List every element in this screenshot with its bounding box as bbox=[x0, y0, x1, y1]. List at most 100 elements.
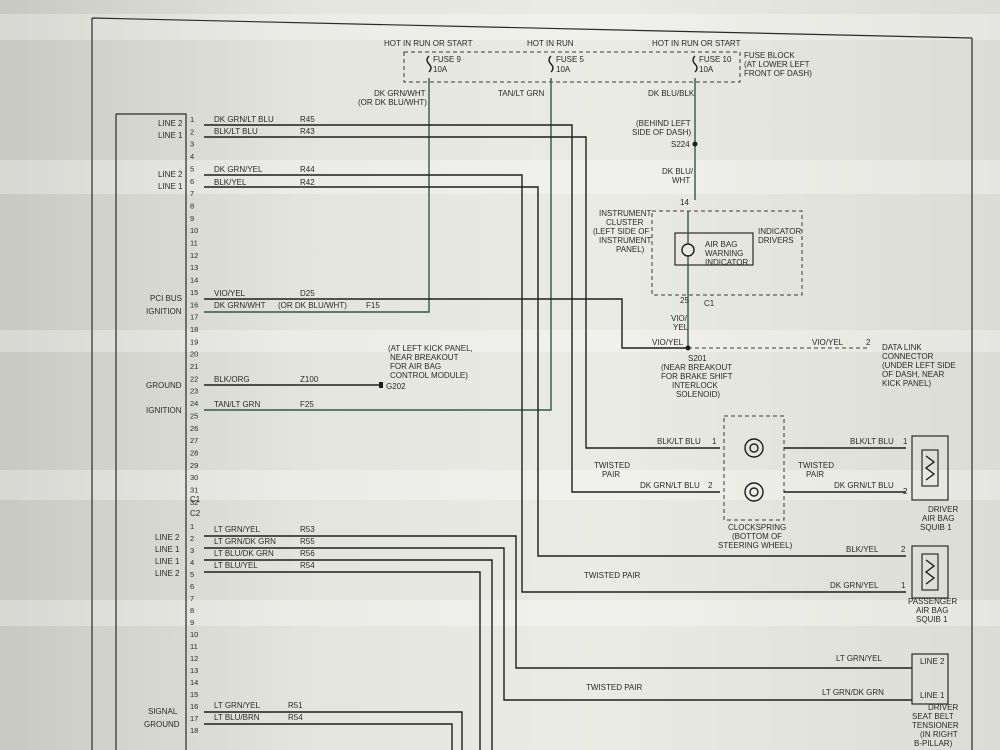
wire-color-label: LT GRN/YEL bbox=[214, 701, 260, 710]
wire-color-label: DK BLU/BLK bbox=[648, 89, 695, 98]
c1-pin-number: 26 bbox=[190, 424, 198, 433]
left-label: IGNITION bbox=[146, 406, 182, 415]
c1-pin-number: 16 bbox=[190, 300, 198, 309]
tensioner-label: DRIVER bbox=[928, 703, 958, 712]
connector-label: C1 bbox=[190, 495, 201, 504]
wire-color-label: TAN/LT GRN bbox=[498, 89, 544, 98]
c1-pin-column: 1234567891011121314151617181920212223242… bbox=[190, 115, 198, 507]
wire-line1-b bbox=[204, 559, 493, 750]
lamp-label: INDICATOR bbox=[705, 258, 748, 267]
wire-color-label: LT BLU/YEL bbox=[214, 561, 258, 570]
wire-color-label: DK GRN/LT BLU bbox=[834, 481, 894, 490]
splice-label: S201 bbox=[688, 354, 707, 363]
wire-line2-b bbox=[204, 571, 481, 750]
circuit-label: F25 bbox=[300, 400, 314, 409]
c2-pin-number: 7 bbox=[190, 594, 194, 603]
passenger-squib-box bbox=[911, 545, 949, 599]
c2-pin-number: 13 bbox=[190, 666, 198, 675]
wire-color-label: LT BLU/DK GRN bbox=[214, 549, 274, 558]
c2-pin-number: 5 bbox=[190, 570, 194, 579]
twisted-pair-label: TWISTED PAIR bbox=[584, 571, 641, 580]
clockspring-coil-icon bbox=[744, 482, 764, 502]
connector-label: C2 bbox=[190, 509, 201, 518]
pin-number: 1 bbox=[903, 437, 908, 446]
splice-label: SOLENOID) bbox=[676, 390, 720, 399]
wire-driver-line2 bbox=[204, 124, 720, 493]
wire-tensioner-line2 bbox=[204, 535, 912, 669]
fuse-block-label: FUSE BLOCK bbox=[744, 51, 795, 60]
c1-pin-number: 29 bbox=[190, 461, 198, 470]
wire-color-label: YEL bbox=[673, 323, 689, 332]
squib-label: DRIVER bbox=[928, 505, 958, 514]
twisted-pair-label: TWISTED PAIR bbox=[586, 683, 643, 692]
c1-pin-number: 12 bbox=[190, 251, 198, 260]
ground-note: FOR AIR BAG bbox=[390, 362, 441, 371]
squib-element-icon bbox=[921, 449, 939, 487]
driver-squib-box bbox=[911, 435, 949, 501]
wire-color-label: LT GRN/YEL bbox=[214, 525, 260, 534]
c2-pin-number: 17 bbox=[190, 714, 198, 723]
c2-pin-number: 8 bbox=[190, 606, 194, 615]
lamp-label: AIR BAG bbox=[705, 240, 737, 249]
c2-pin-number: 16 bbox=[190, 702, 198, 711]
tensioner-box bbox=[911, 653, 949, 705]
twisted-pair-label: PAIR bbox=[806, 470, 824, 479]
c1-pin-number: 24 bbox=[190, 399, 198, 408]
c1-pin-number: 25 bbox=[190, 411, 198, 420]
lamp-box bbox=[674, 232, 754, 266]
wire-color-label: BLK/YEL bbox=[214, 178, 247, 187]
c1-pin-number: 21 bbox=[190, 362, 198, 371]
ground-symbol-icon bbox=[379, 382, 383, 388]
dlc-label: OF DASH, NEAR bbox=[882, 370, 944, 379]
c1-pin-number: 31 bbox=[190, 486, 198, 495]
dlc-label: KICK PANEL) bbox=[882, 379, 932, 388]
cluster-label: CLUSTER bbox=[606, 218, 644, 227]
c1-pin-number: 28 bbox=[190, 448, 198, 457]
c1-pin-number: 4 bbox=[190, 152, 194, 161]
wire-color-label: VIO/YEL bbox=[652, 338, 684, 347]
pin-number: 1 bbox=[712, 437, 717, 446]
wire-color-label: VIO/YEL bbox=[214, 289, 246, 298]
c1-pin-number: 23 bbox=[190, 387, 198, 396]
fuse-label: 10A bbox=[699, 65, 714, 74]
wire-pass-line2 bbox=[204, 174, 906, 593]
ground-note: CONTROL MODULE) bbox=[390, 371, 468, 380]
pin-number: 2 bbox=[903, 487, 908, 496]
c1-pin-number: 9 bbox=[190, 214, 194, 223]
c2-pin-number: 4 bbox=[190, 558, 194, 567]
wire-color-label: LT GRN/DK GRN bbox=[822, 688, 884, 697]
fuse-label: 10A bbox=[433, 65, 448, 74]
fuse-label: FUSE 10 bbox=[699, 55, 732, 64]
warning-lamp-icon bbox=[681, 243, 695, 257]
cluster-label: INSTRUMENT bbox=[599, 236, 652, 245]
left-label: LINE 1 bbox=[155, 557, 180, 566]
clockspring-label: STEERING WHEEL) bbox=[718, 541, 793, 550]
wire-color-label: BLK/LT BLU bbox=[850, 437, 894, 446]
fuse-label: HOT IN RUN bbox=[527, 39, 574, 48]
c1-pin-number: 11 bbox=[190, 239, 198, 248]
wire-color-label: (OR DK BLU/WHT) bbox=[278, 301, 347, 310]
fuse-label: FUSE 9 bbox=[433, 55, 462, 64]
wire-color-label: LT GRN/YEL bbox=[836, 654, 882, 663]
wire-color-label: BLK/LT BLU bbox=[214, 127, 258, 136]
c2-pin-number: 6 bbox=[190, 582, 194, 591]
ground-label: G202 bbox=[386, 382, 406, 391]
left-label: LINE 2 bbox=[155, 533, 180, 542]
tensioner-label: B-PILLAR) bbox=[914, 739, 953, 748]
fuse-symbol bbox=[548, 55, 554, 73]
circuit-label: R56 bbox=[300, 549, 315, 558]
c1-pin-number: 19 bbox=[190, 337, 198, 346]
lamp-label: WARNING bbox=[705, 249, 743, 258]
light-band bbox=[0, 330, 1000, 352]
squib-label: AIR BAG bbox=[922, 514, 954, 523]
c1-pin-number: 32 bbox=[190, 498, 198, 507]
fuse-block-label: (AT LOWER LEFT bbox=[744, 60, 810, 69]
c2-pin-number: 1 bbox=[190, 522, 194, 531]
left-label: PCI BUS bbox=[150, 294, 182, 303]
fuse-symbol bbox=[426, 55, 432, 73]
wire-ignition-f15 bbox=[204, 78, 430, 313]
wire-color-label: BLK/ORG bbox=[214, 375, 250, 384]
pin-number: 14 bbox=[680, 198, 689, 207]
splice-label: FOR BRAKE SHIFT bbox=[661, 372, 733, 381]
wire-signal bbox=[204, 711, 463, 750]
